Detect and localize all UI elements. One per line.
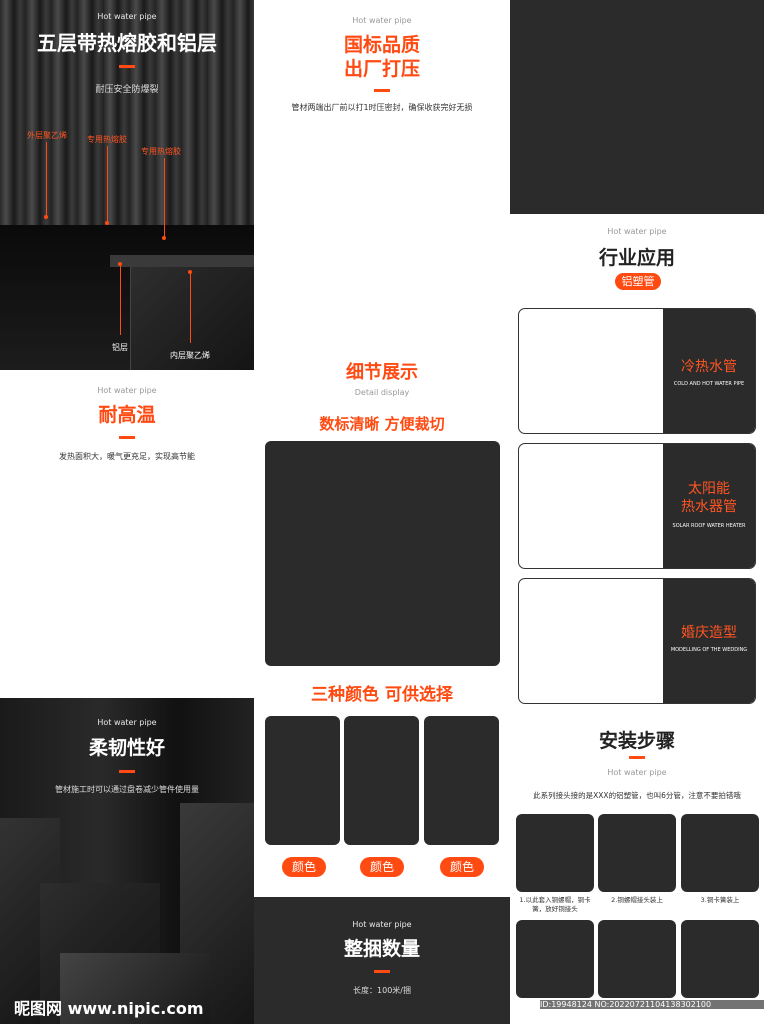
p7-pill: 铝塑管 [615,273,661,290]
panel-high-temp: Hot water pipe 耐高温 发热面积大，暖气更充足，实现高节能 [0,370,254,698]
callout-line-4 [120,265,121,335]
stage-box-graphic [130,265,254,370]
p8-en: Hot water pipe [607,768,667,777]
step-image-1 [516,814,594,892]
color-pill-2[interactable]: 颜色 [360,857,404,877]
app-card-2-cn1: 太阳能 [688,481,730,497]
app-card-1-cn: 冷热水管 [681,359,737,375]
right-top-image [510,0,764,214]
app-card-3-en: MODELLING OF THE WEDDING [670,647,748,653]
color-image-2 [344,716,419,845]
step-image-2 [598,814,676,892]
label-glue-2: 专用热熔胶 [141,147,181,156]
callout-dot-4 [118,262,122,266]
p1-title: 五层带热熔胶和铝层 [37,31,217,55]
app-card-3-cn: 婚庆造型 [681,625,737,641]
panel-detail: 细节展示 Detail display 数标清晰 方便裁切 三种颜色 可供选择 … [254,340,510,897]
p3-accent [119,770,135,773]
panel-bundle: Hot water pipe 整捆数量 长度：100米/捆 [254,897,510,1024]
callout-dot-1 [44,215,48,219]
app-card-hot-cold[interactable]: 冷热水管 COLD AND HOT WATER PIPE [518,308,756,434]
step-caption-3: 3.铜卡簧装上 [700,896,740,904]
step-image-6 [681,920,759,998]
p8-accent [629,756,645,759]
callout-line-5 [190,273,191,343]
color-image-1 [265,716,340,845]
app-card-wedding-panel: 婚庆造型 MODELLING OF THE WEDDING [663,579,755,703]
step-image-4 [516,920,594,998]
p6-en: Hot water pipe [352,920,412,929]
callout-line-3 [164,158,165,238]
p5-colors-title: 三种颜色 可供选择 [311,685,453,705]
step-caption-2: 2.铜螺帽接头装上 [611,896,663,904]
stage-box-top-graphic [110,255,254,267]
nipic-id-watermark: ID:19948124 NO:20220721104138302100 [540,1000,764,1009]
step-image-3 [681,814,759,892]
callout-dot-2 [105,221,109,225]
callout-dot-3 [162,236,166,240]
panel-flexible: Hot water pipe 柔韧性好 管材施工时可以通过盘卷减少管件使用量 昵… [0,698,254,1024]
p5-subtitle: 数标清晰 方便裁切 [319,415,445,433]
callout-dot-5 [188,270,192,274]
step-image-5 [598,920,676,998]
p4-title-line1: 国标品质 [343,34,420,56]
p8-desc: 此系列接头接的是XXX的铝塑管，也叫6分管，注意不要拍错哦 [533,791,741,800]
p2-en: Hot water pipe [97,386,157,395]
p4-desc: 管材两端出厂前以打1时压密封，确保收获完好无损 [291,103,473,112]
p5-title: 细节展示 [346,362,418,383]
p3-desc: 管材施工时可以通过盘卷减少管件使用量 [55,785,199,794]
nipic-logo: 昵图网 www.nipic.com [14,999,204,1018]
p1-accent [119,65,135,68]
panel-install: 安装步骤 Hot water pipe 此系列接头接的是XXX的铝塑管，也叫6分… [510,714,764,1024]
p3-box-4 [60,953,210,1024]
callout-line-2 [107,146,108,222]
p2-accent [119,436,135,439]
p2-desc: 发热面积大，暖气更充足，实现高节能 [59,452,195,461]
p4-accent [374,89,390,92]
p2-title: 耐高温 [98,404,156,426]
color-pill-1[interactable]: 颜色 [282,857,326,877]
label-glue-1: 专用热熔胶 [87,135,127,144]
color-image-3 [424,716,499,845]
color-pill-3[interactable]: 颜色 [440,857,484,877]
p7-title: 行业应用 [598,247,675,269]
app-card-2-en: SOLAR ROOF WATER HEATER [672,523,746,529]
p3-title: 柔韧性好 [88,737,165,759]
detail-image [265,441,500,666]
pipe-layers-graphic [0,0,254,230]
panel-standard: Hot water pipe 国标品质 出厂打压 管材两端出厂前以打1时压密封，… [254,0,510,340]
p6-desc: 长度：100米/捆 [353,986,411,995]
label-inner-pe: 内层聚乙烯 [170,351,210,360]
app-card-solar[interactable]: 太阳能 热水器管 SOLAR ROOF WATER HEATER [518,443,756,569]
app-card-1-en: COLD AND HOT WATER PIPE [673,381,745,387]
p1-subtitle: 耐压安全防爆裂 [95,85,159,95]
panel-structure: Hot water pipe 五层带热熔胶和铝层 耐压安全防爆裂 外层聚乙烯 专… [0,0,254,370]
callout-line-1 [46,142,47,216]
p6-title: 整捆数量 [343,938,420,960]
p5-en: Detail display [354,388,410,397]
p4-title-line2: 出厂打压 [343,58,420,80]
app-card-hot-cold-panel: 冷热水管 COLD AND HOT WATER PIPE [663,309,755,433]
app-card-wedding[interactable]: 婚庆造型 MODELLING OF THE WEDDING [518,578,756,704]
p4-en: Hot water pipe [352,16,412,25]
step-caption-1: 1.以此套入铜螺帽，铜卡簧，放好铜接头 [519,896,591,913]
label-aluminum: 铝层 [112,343,128,352]
p8-title: 安装步骤 [598,730,675,752]
p6-accent [374,970,390,973]
p7-en: Hot water pipe [607,227,667,236]
label-outer-pe: 外层聚乙烯 [27,131,67,140]
app-card-solar-panel: 太阳能 热水器管 SOLAR ROOF WATER HEATER [663,444,755,568]
p1-en: Hot water pipe [97,12,157,21]
p3-en: Hot water pipe [97,718,157,727]
app-card-2-cn2: 热水器管 [681,499,737,515]
